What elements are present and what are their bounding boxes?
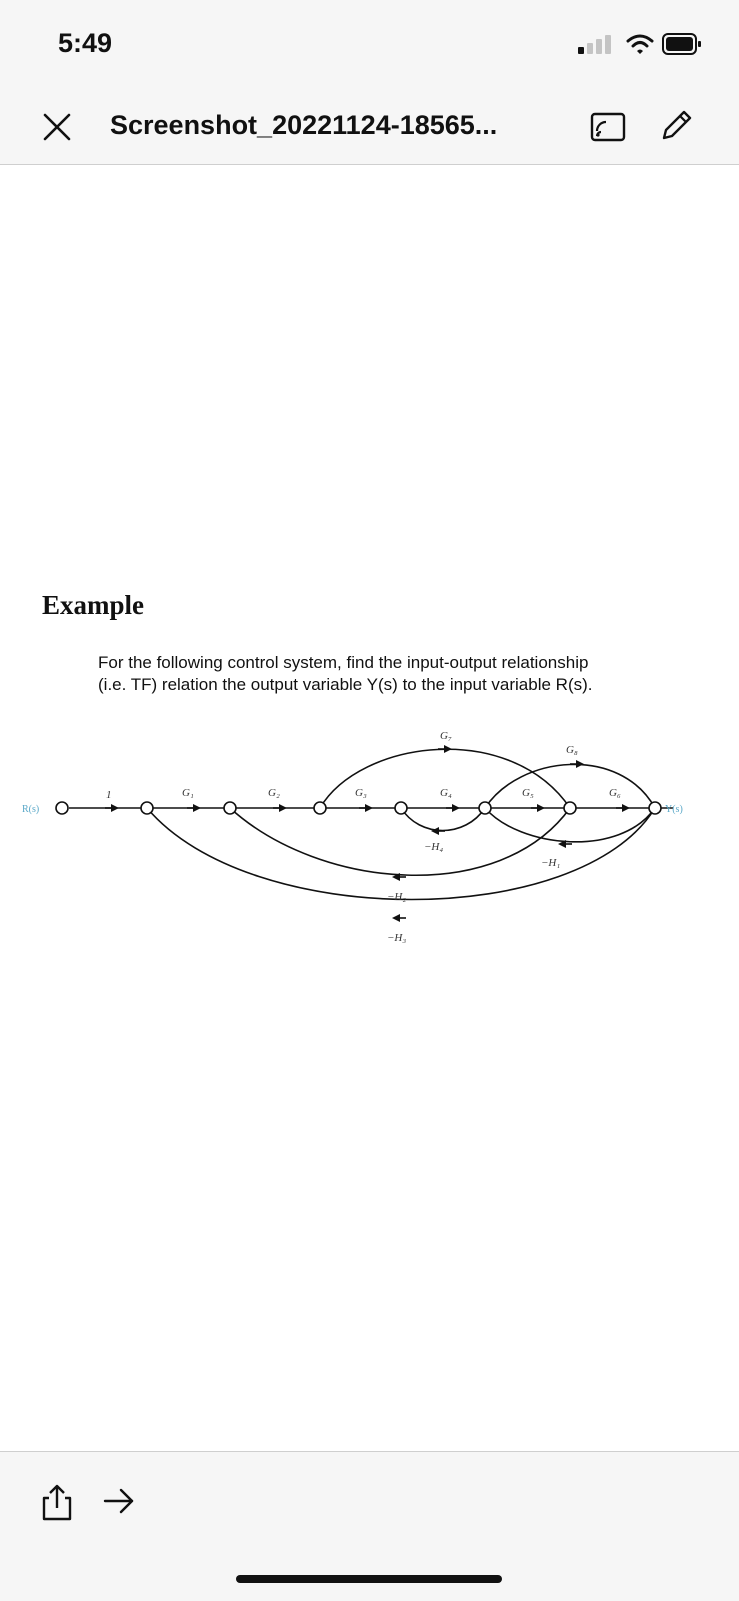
example-heading: Example	[42, 590, 145, 620]
branch-h3	[146, 807, 656, 901]
cellular-signal-icon	[578, 35, 611, 54]
battery-icon	[662, 33, 701, 55]
input-label: R(s)	[22, 804, 39, 815]
label-h1: −H₁	[541, 857, 560, 869]
branch-h1	[484, 807, 656, 843]
node-4	[394, 801, 408, 815]
label-g2: G₂	[268, 787, 280, 799]
share-icon[interactable]	[40, 1482, 74, 1522]
pencil-icon[interactable]	[656, 106, 696, 146]
node-1	[140, 801, 154, 815]
forward-arrow-icon[interactable]	[102, 1486, 136, 1516]
document-viewer: Example For the following control system…	[0, 165, 739, 1450]
nav-bar: Screenshot_20221124-18565...	[0, 90, 739, 165]
branch-g7	[319, 748, 571, 809]
label-g6: G₆	[609, 787, 621, 799]
node-6	[563, 801, 577, 815]
cast-icon[interactable]	[590, 110, 626, 144]
wifi-icon	[626, 34, 654, 54]
label-h4: −H₄	[424, 841, 443, 853]
document-title: Screenshot_20221124-18565...	[110, 110, 498, 140]
label-g8: G₈	[566, 744, 578, 756]
signal-flow-graph: R(s) Y(s) 1 G₁ G₂ G₃ G₄ G₅ G₆ G₇ G₈ −H₄ …	[22, 730, 683, 944]
label-h3: −H₃	[387, 932, 406, 944]
branch-h4	[400, 807, 486, 832]
label-g7: G₇	[440, 730, 452, 742]
node-5	[478, 801, 492, 815]
status-bar: 5:49	[0, 0, 739, 90]
label-h2: −H₂	[387, 891, 406, 903]
node-input	[55, 801, 69, 815]
node-2	[223, 801, 237, 815]
problem-line-2: (i.e. TF) relation the output variable Y…	[98, 675, 593, 694]
output-label: Y(s)	[665, 804, 683, 815]
close-icon[interactable]	[40, 110, 74, 144]
label-unity: 1	[106, 789, 112, 801]
node-output	[648, 801, 662, 815]
label-g4: G₄	[440, 787, 452, 799]
label-g1: G₁	[182, 787, 194, 799]
problem-statement: For the following control system, find t…	[98, 652, 698, 696]
bottom-toolbar	[0, 1451, 739, 1601]
label-g3: G₃	[355, 787, 367, 799]
label-g5: G₅	[522, 787, 534, 799]
status-time: 5:49	[58, 28, 113, 58]
home-indicator	[236, 1575, 502, 1583]
branch-h2	[229, 807, 571, 877]
problem-line-1: For the following control system, find t…	[98, 653, 589, 672]
node-3	[313, 801, 327, 815]
